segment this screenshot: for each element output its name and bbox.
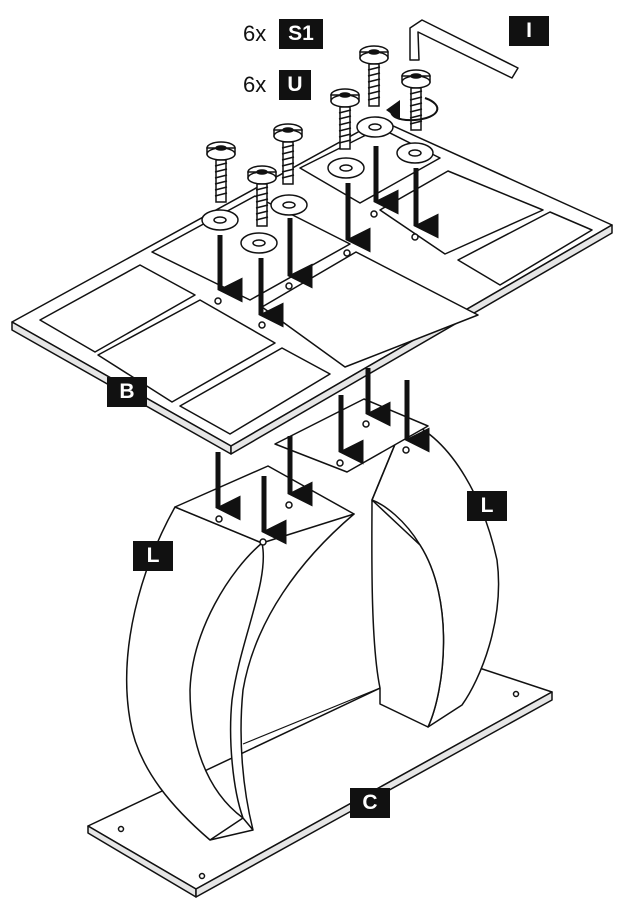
washer-code-badge: U: [279, 70, 311, 100]
screws: [206, 45, 431, 227]
leg-right-label-badge: L: [467, 491, 507, 521]
screw-code-badge: S1: [279, 19, 323, 49]
rotation-arrow-icon: [386, 97, 439, 122]
leg-left-label-badge: L: [133, 541, 173, 571]
assembly-arrows: [215, 146, 439, 545]
base-label-badge: C: [350, 788, 390, 818]
leg-right: [274, 398, 500, 728]
tool-code-badge: I: [509, 16, 549, 46]
screw-quantity: 6x: [243, 21, 267, 46]
allen-key-icon: [409, 19, 519, 79]
tabletop-frame: [11, 119, 613, 455]
tabletop-label-badge: B: [107, 377, 147, 407]
washers: [201, 116, 434, 254]
washer-quantity: 6x: [243, 72, 267, 97]
